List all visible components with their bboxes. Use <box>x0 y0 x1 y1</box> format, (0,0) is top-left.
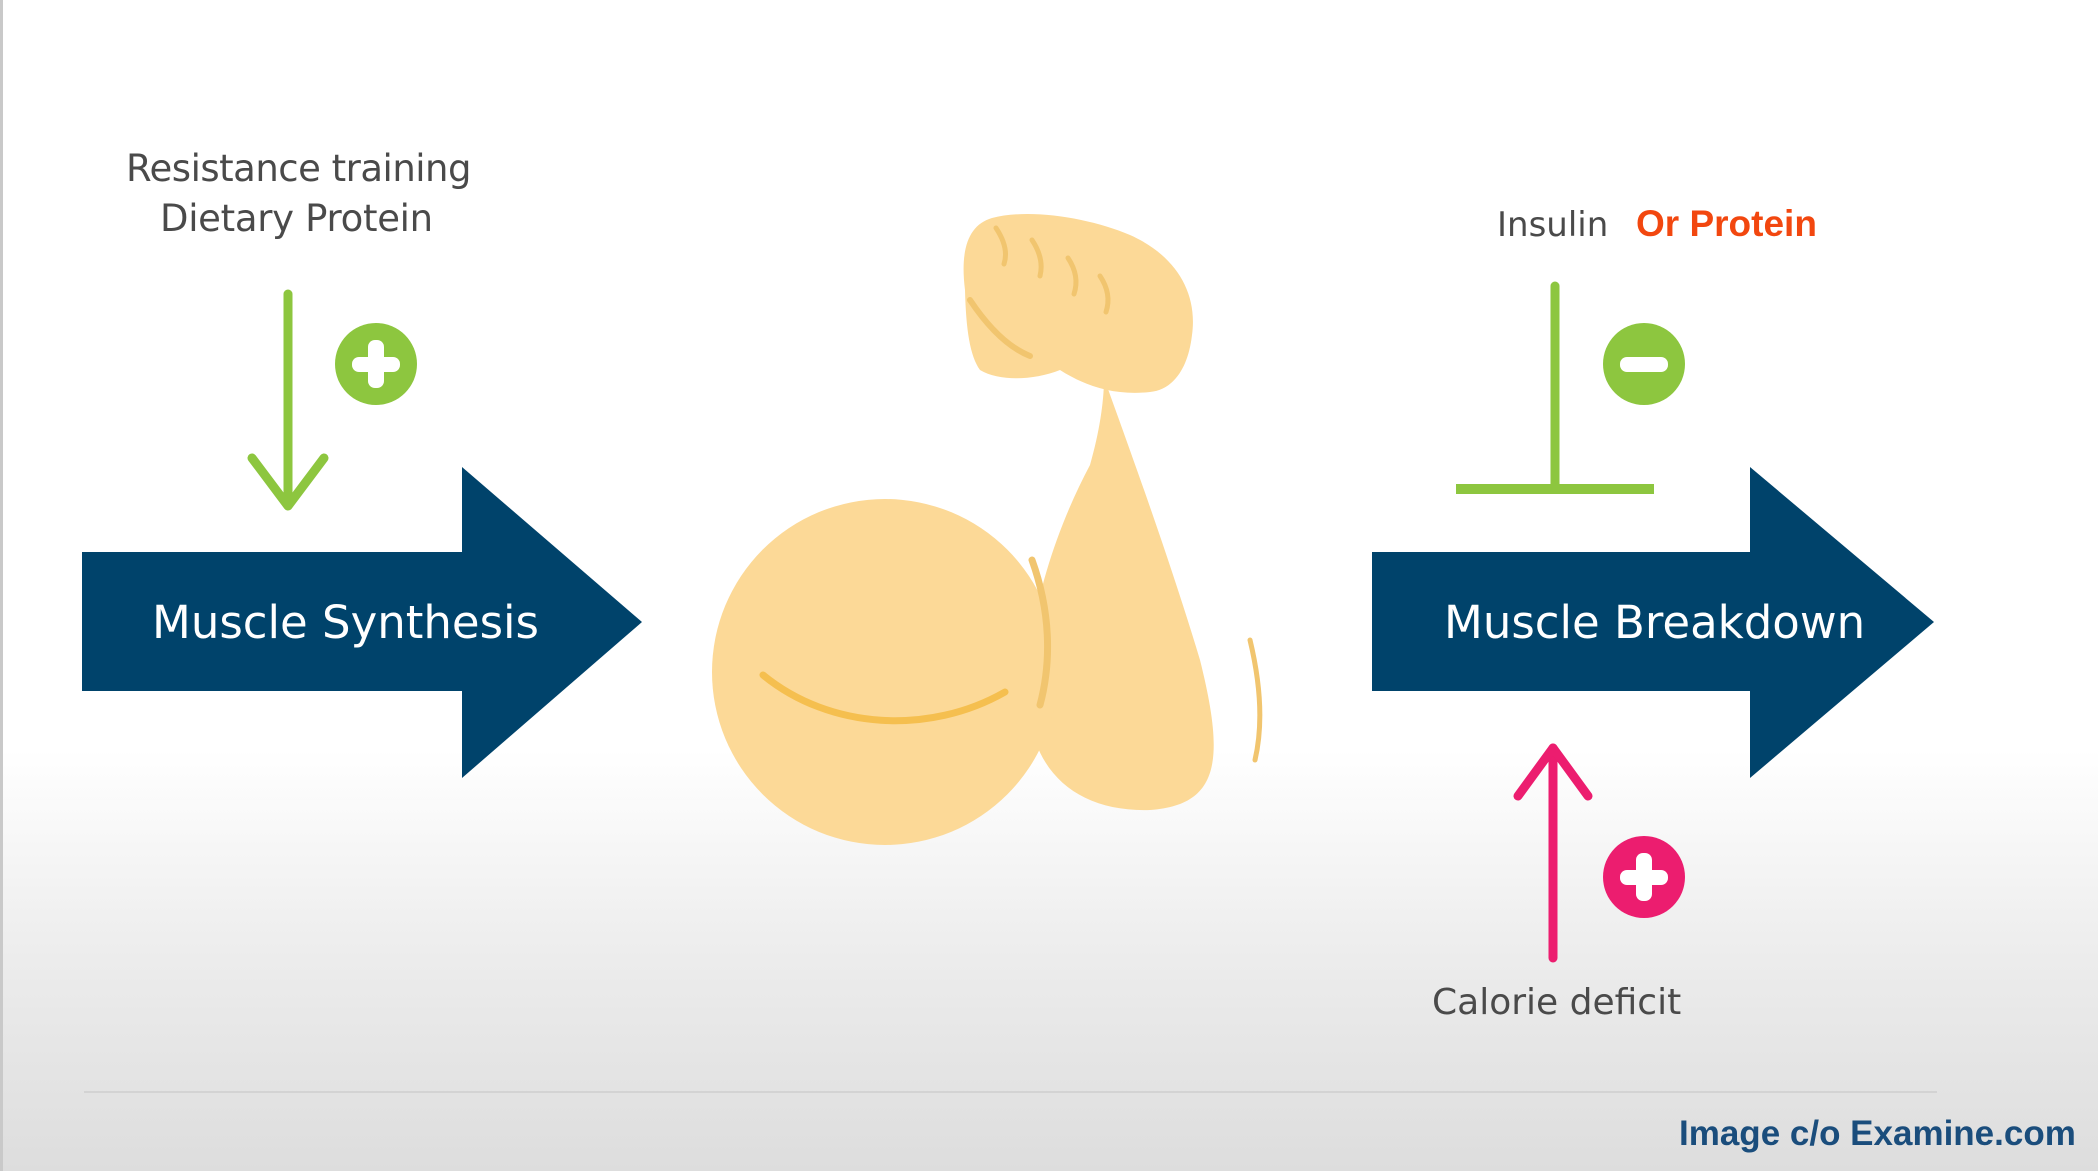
muscle-synthesis-arrow <box>82 467 642 778</box>
flexed-arm-icon <box>712 214 1263 845</box>
muscle-breakdown-label: Muscle Breakdown <box>1444 596 1866 649</box>
pink-up-arrow <box>1513 743 1593 963</box>
dietary-protein-label: Dietary Protein <box>160 197 433 240</box>
muscle-synthesis-label: Muscle Synthesis <box>152 596 539 649</box>
pink-plus-icon <box>1603 836 1685 918</box>
green-minus-icon <box>1603 323 1685 405</box>
muscle-breakdown-arrow <box>1372 467 1934 778</box>
calorie-deficit-label: Calorie deficit <box>1432 982 1682 1023</box>
green-inhibition-bar <box>1456 281 1654 494</box>
green-plus-icon <box>335 323 417 405</box>
resistance-training-label: Resistance training <box>126 147 471 190</box>
insulin-label: Insulin <box>1497 205 1609 245</box>
image-credit: Image c/o Examine.com <box>1679 1114 2076 1153</box>
or-protein-label: Or Protein <box>1636 203 1817 244</box>
green-down-arrow <box>247 289 329 511</box>
left-edge <box>0 0 3 1171</box>
